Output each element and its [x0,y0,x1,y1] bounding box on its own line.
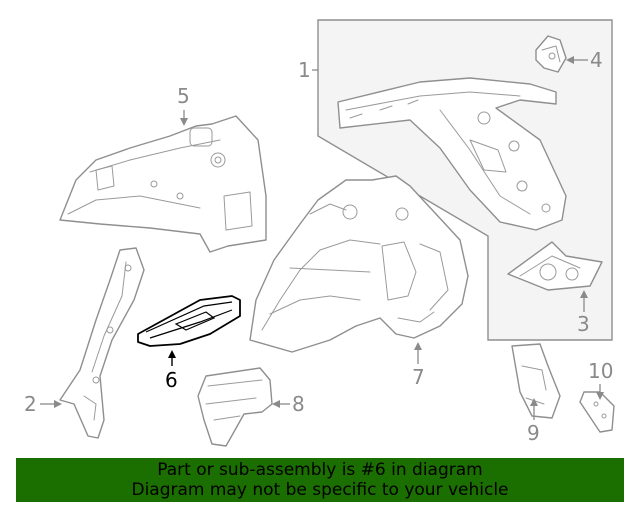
part-1-rail-assembly[interactable] [337,77,567,231]
callout-9: 9 [527,421,540,445]
callout-1: 1 [298,58,311,82]
callout-7: 7 [412,365,425,389]
callout-8: 8 [292,392,305,416]
callout-5: 5 [177,84,190,108]
info-banner: Part or sub-assembly is #6 in diagram Di… [16,458,624,502]
callout-4: 4 [590,48,603,72]
part-3-gusset[interactable] [507,241,603,291]
part-2-pillar[interactable] [59,247,145,439]
callout-6: 6 [165,368,178,392]
callout-2: 2 [24,392,37,416]
part-4-bracket[interactable] [535,35,567,73]
part-7-wheelhouse[interactable] [249,175,469,353]
banner-line-1: Part or sub-assembly is #6 in diagram [157,460,483,480]
callout-10: 10 [588,359,613,383]
banner-line-2: Diagram may not be specific to your vehi… [131,480,509,500]
part-10-brace[interactable] [579,391,615,433]
part-9-bracket[interactable] [511,343,561,419]
callout-3: 3 [577,312,590,336]
part-6-reinforcement-highlighted[interactable] [137,295,241,347]
leader-lines [40,56,604,420]
part-8-lower-bracket[interactable] [197,367,273,447]
part-5-quarter-inner-panel[interactable] [59,115,267,253]
